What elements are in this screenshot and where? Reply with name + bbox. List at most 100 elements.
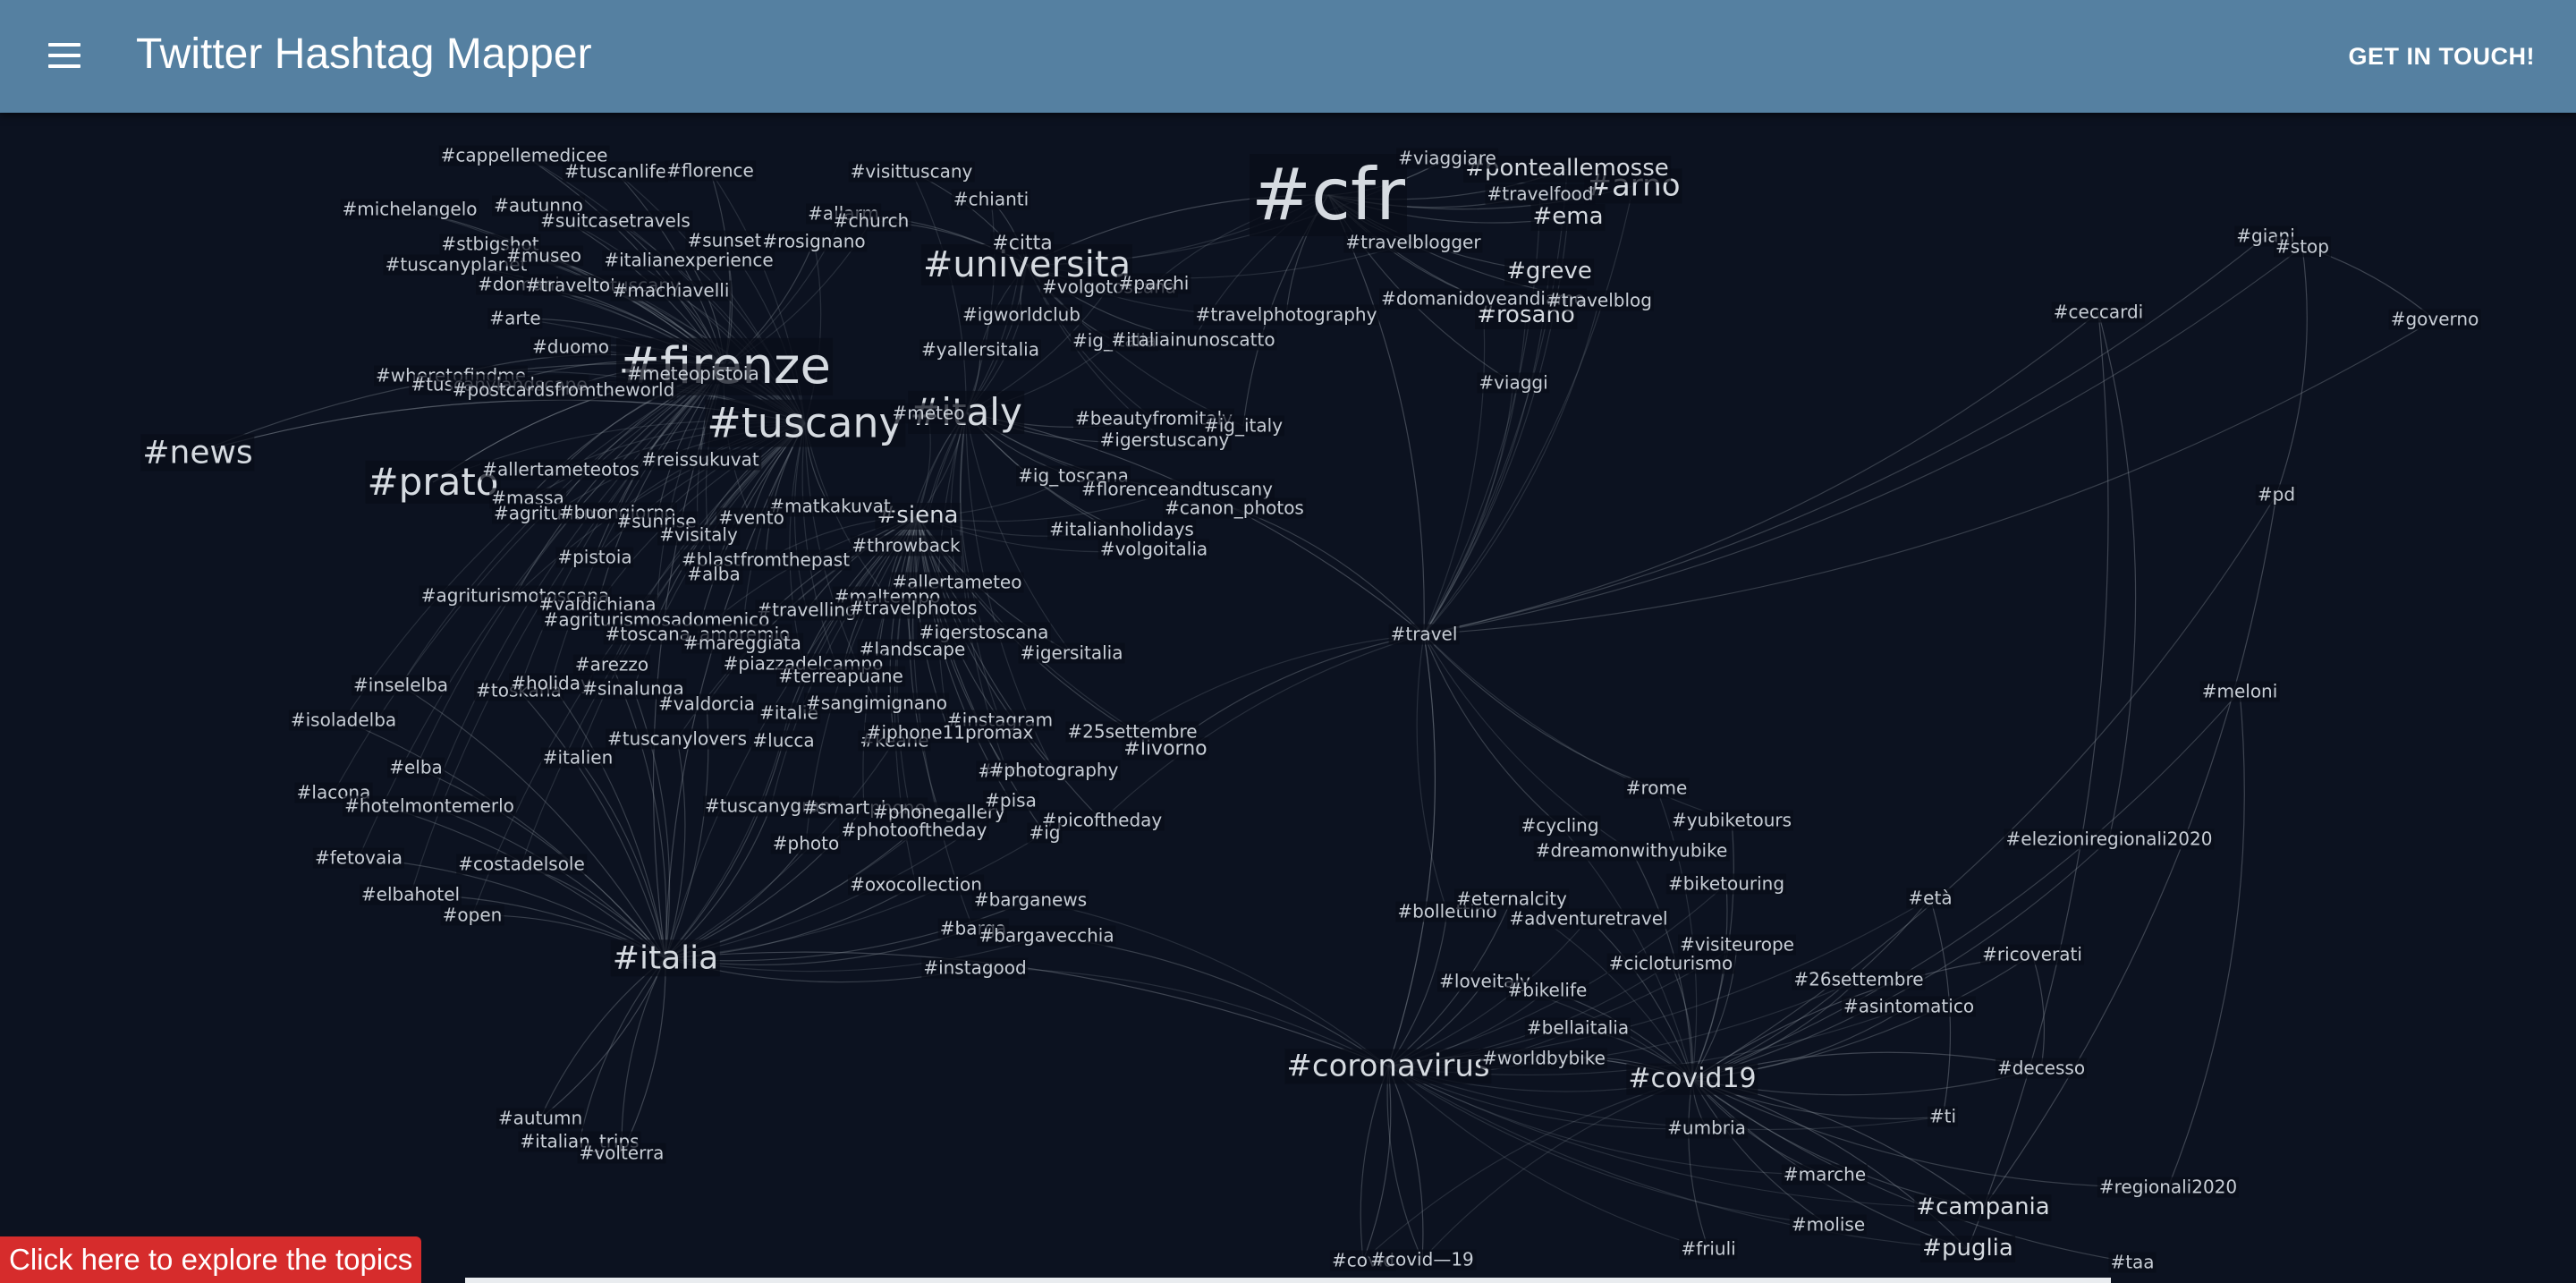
hashtag-node[interactable]: #rome (1623, 777, 1690, 799)
hashtag-node[interactable]: #vento (716, 506, 786, 529)
hashtag-node[interactable]: #stop (2274, 235, 2331, 258)
hashtag-node[interactable]: #reissukuvat (640, 448, 761, 471)
hashtag-node[interactable]: #church (831, 209, 911, 232)
hashtag-node[interactable]: #travelphotos (847, 597, 979, 619)
hashtag-node[interactable]: #igworldclub (960, 303, 1083, 326)
hashtag-node[interactable]: #covid19 (1626, 1062, 1758, 1095)
hashtag-node[interactable]: #travel (1388, 623, 1460, 645)
hashtag-node[interactable]: #cicloturismo (1606, 952, 1735, 974)
hashtag-node[interactable]: #travelfood (1485, 183, 1596, 205)
hashtag-node[interactable]: #asintomatico (1841, 995, 1977, 1017)
hashtag-node[interactable]: #italianexperience (602, 249, 775, 271)
get-in-touch-button[interactable]: GET IN TOUCH! (2348, 43, 2535, 70)
hashtag-node[interactable]: #yubiketours (1669, 809, 1794, 831)
hashtag-node[interactable]: #greve (1504, 258, 1594, 285)
hashtag-node[interactable]: #valdorcia (657, 692, 757, 715)
hashtag-node[interactable]: #prato (365, 459, 501, 505)
hashtag-node[interactable]: #elba (387, 756, 445, 778)
hashtag-node[interactable]: #iphone11promax (864, 721, 1036, 743)
hashtag-node[interactable]: #elezioniregionali2020 (2004, 828, 2215, 850)
hashtag-node[interactable]: #adventuretravel (1507, 907, 1670, 930)
hashtag-node[interactable]: #postcardsfromtheworld (450, 378, 677, 401)
hashtag-node[interactable]: #visiteurope (1678, 933, 1796, 956)
hashtag-node[interactable]: #meteopistoia (625, 362, 761, 385)
hashtag-node[interactable]: #bellaitalia (1524, 1016, 1631, 1039)
hashtag-node[interactable]: #pd (2255, 483, 2298, 506)
hashtag-node[interactable]: #museo (504, 244, 583, 267)
hashtag-node[interactable]: #cappellemedicee (438, 144, 610, 166)
hashtag-node[interactable]: #sunset (685, 229, 764, 251)
hashtag-node[interactable]: #campania (1914, 1194, 2052, 1221)
hashtag-node[interactable]: #photography (987, 759, 1121, 781)
hashtag-node[interactable]: #travelling (755, 599, 859, 621)
hashtag-node[interactable]: #instagood (921, 956, 1029, 979)
hashtag-node[interactable]: #età (1906, 887, 1954, 909)
hashtag-node[interactable]: #terreapuane (776, 665, 905, 687)
hashtag-node[interactable]: #florenceandtuscany (1080, 478, 1275, 500)
hashtag-node[interactable]: #visitaly (657, 523, 740, 546)
hashtag-node[interactable]: #25settembre (1065, 720, 1199, 743)
hashtag-node[interactable]: #molise (1789, 1213, 1868, 1236)
hashtag-node[interactable]: #machiavelli (610, 279, 732, 302)
hashtag-node[interactable]: #photooftheday (839, 819, 989, 841)
hashtag-node[interactable]: #rosignano (760, 230, 868, 252)
hashtag-node[interactable]: #ema (1530, 203, 1606, 231)
hashtag-node[interactable]: #taa (2108, 1251, 2157, 1273)
hashtag-node[interactable]: #domanidoveandiamo (1379, 287, 1587, 310)
hashtag-node[interactable]: #citta (990, 232, 1055, 255)
hashtag-node[interactable]: #pisa (983, 789, 1038, 811)
hashtag-node[interactable]: #umbria (1665, 1117, 1748, 1139)
hashtag-node[interactable]: #regionali2020 (2097, 1176, 2240, 1198)
hashtag-node[interactable]: #ig_italy (1201, 414, 1285, 437)
hashtag-node[interactable]: #tuscanylovers (605, 727, 750, 750)
hashtag-node[interactable]: #italiainunoscatto (1109, 328, 1277, 351)
hashtag-node[interactable]: #travelphotography (1193, 303, 1379, 326)
hashtag-node[interactable]: #travelblog (1545, 289, 1654, 311)
hashtag-node[interactable]: #phonegallery (871, 801, 1007, 823)
hashtag-node[interactable]: #meloni (2199, 680, 2280, 702)
hashtag-network-graph[interactable]: #cfr#firenze#tuscany#italy#prato#univers… (0, 113, 2576, 1283)
hashtag-node[interactable]: #eternalcity (1454, 888, 1569, 910)
hashtag-node[interactable]: #puglia (1920, 1235, 2015, 1262)
menu-icon[interactable] (41, 36, 88, 77)
hashtag-node[interactable]: #friuli (1679, 1237, 1738, 1260)
hashtag-node[interactable]: #tuscanlife (562, 160, 669, 183)
hashtag-node[interactable]: #news (140, 434, 255, 472)
hashtag-node[interactable]: #sangimignano (804, 692, 949, 714)
hashtag-node[interactable]: #oxocollection (848, 873, 984, 896)
hashtag-node[interactable]: #covid—19 (1368, 1248, 1476, 1270)
hashtag-node[interactable]: #elbahotel (359, 883, 462, 905)
hashtag-node[interactable]: #volgoitalia (1097, 538, 1210, 560)
hashtag-node[interactable]: #cycling (1519, 814, 1601, 837)
hashtag-node[interactable]: #isoladelba (288, 709, 399, 731)
hashtag-node[interactable]: #pistoia (555, 546, 634, 568)
hashtag-node[interactable]: #allertameteotos (480, 458, 641, 480)
hashtag-node[interactable]: #arte (487, 307, 543, 329)
hashtag-node[interactable]: #governo (2388, 308, 2481, 330)
hashtag-node[interactable]: #worldbybike (1480, 1047, 1607, 1069)
hashtag-node[interactable]: #igersitalia (1018, 642, 1125, 664)
hashtag-node[interactable]: #ig (1027, 821, 1063, 844)
hashtag-node[interactable]: #florence (665, 159, 756, 182)
hashtag-node[interactable]: #throwback (850, 534, 962, 557)
hashtag-node[interactable]: #biketouring (1665, 872, 1787, 895)
hashtag-node[interactable]: #italia (610, 939, 721, 977)
hashtag-node[interactable]: #inselelba (351, 674, 451, 696)
hashtag-node[interactable]: #matkakuvat (767, 495, 893, 517)
hashtag-node[interactable]: #tuscanyplanet (383, 253, 530, 276)
hashtag-node[interactable]: #hotelmontemerlo (343, 794, 516, 817)
hashtag-node[interactable]: #picoftheday (1039, 809, 1165, 831)
hashtag-node[interactable]: #suitcasetravels (538, 209, 692, 232)
hashtag-node[interactable]: #dreamonwithyubike (1533, 839, 1730, 862)
bottom-scrollbar[interactable] (465, 1278, 2111, 1283)
hashtag-node[interactable]: #coronavirus (1284, 1048, 1492, 1084)
hashtag-node[interactable]: #arezzo (572, 653, 651, 675)
hashtag-node[interactable]: #26settembre (1792, 968, 1926, 990)
hashtag-node[interactable]: #chianti (951, 188, 1031, 210)
hashtag-node[interactable]: #autumn (496, 1107, 585, 1129)
hashtag-node[interactable]: #ponteallemosse (1463, 155, 1671, 183)
hashtag-node[interactable]: #volterra (577, 1142, 666, 1164)
hashtag-node[interactable]: #mareggiata (682, 632, 803, 654)
hashtag-node[interactable]: #parchi (1116, 272, 1191, 294)
hashtag-node[interactable]: #lucca (750, 729, 817, 752)
